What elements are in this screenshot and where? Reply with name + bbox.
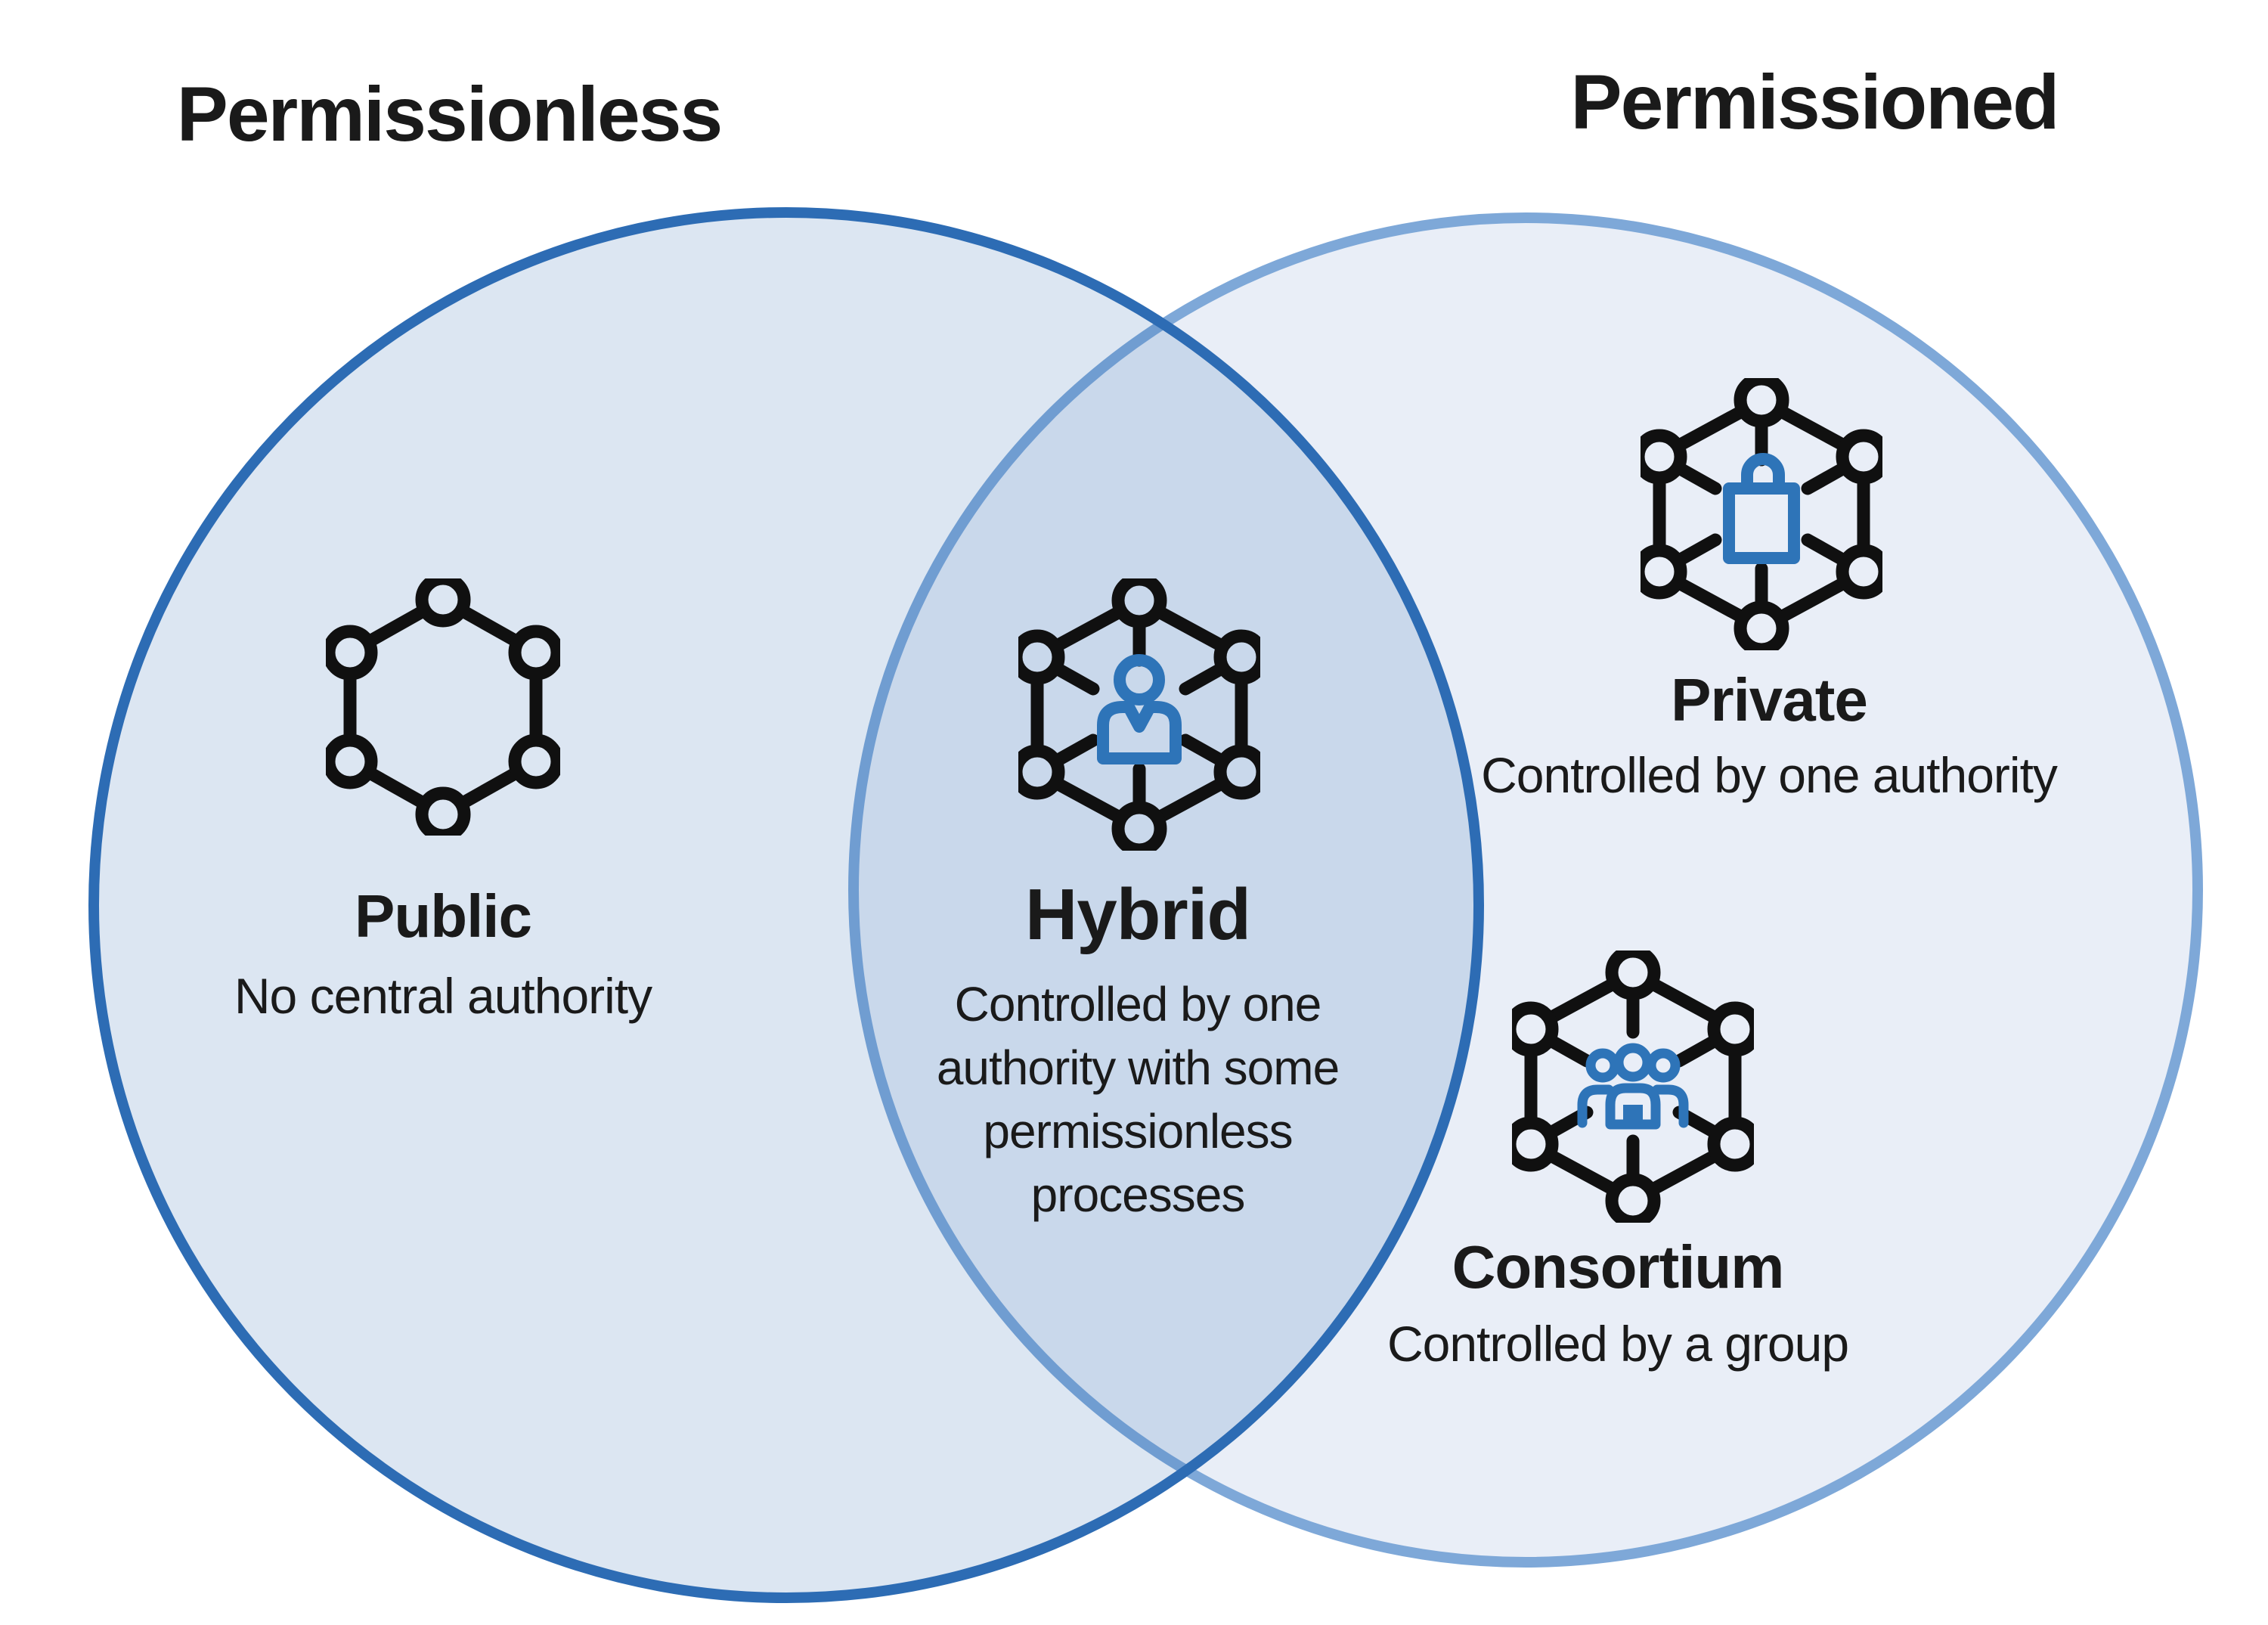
private-subtitle: Controlled by one authority — [1315, 750, 2223, 800]
permissionless-circle — [88, 207, 1484, 1603]
network-person-icon — [1018, 578, 1260, 851]
network-hexagon-icon — [326, 578, 560, 836]
group-icon — [1577, 1043, 1689, 1130]
private-subtitle-text: Controlled by one authority — [1481, 747, 2058, 803]
person-icon — [1097, 654, 1182, 764]
network-group-icon — [1512, 951, 1754, 1223]
private-label: Private — [1315, 670, 2223, 730]
network-lock-icon — [1641, 378, 1882, 650]
hybrid-label: Hybrid — [684, 879, 1591, 951]
public-label-text: Public — [354, 882, 532, 950]
lock-icon — [1723, 453, 1800, 564]
private-label-text: Private — [1671, 666, 1868, 733]
consortium-subtitle: Controlled by a group — [1164, 1319, 2071, 1369]
left-title-text: Permissionless — [176, 71, 723, 157]
public-label: Public — [0, 886, 897, 947]
public-subtitle: No central authority — [0, 971, 897, 1021]
consortium-label: Consortium — [1164, 1237, 2071, 1298]
consortium-subtitle-text: Controlled by a group — [1387, 1316, 1849, 1372]
right-title-text: Permissioned — [1570, 59, 2060, 145]
hybrid-label-text: Hybrid — [1024, 874, 1251, 955]
consortium-label-text: Consortium — [1452, 1233, 1785, 1301]
public-subtitle-text: No central authority — [234, 968, 652, 1024]
right-title: Permissioned — [1361, 64, 2268, 141]
left-title: Permissionless — [0, 76, 903, 153]
